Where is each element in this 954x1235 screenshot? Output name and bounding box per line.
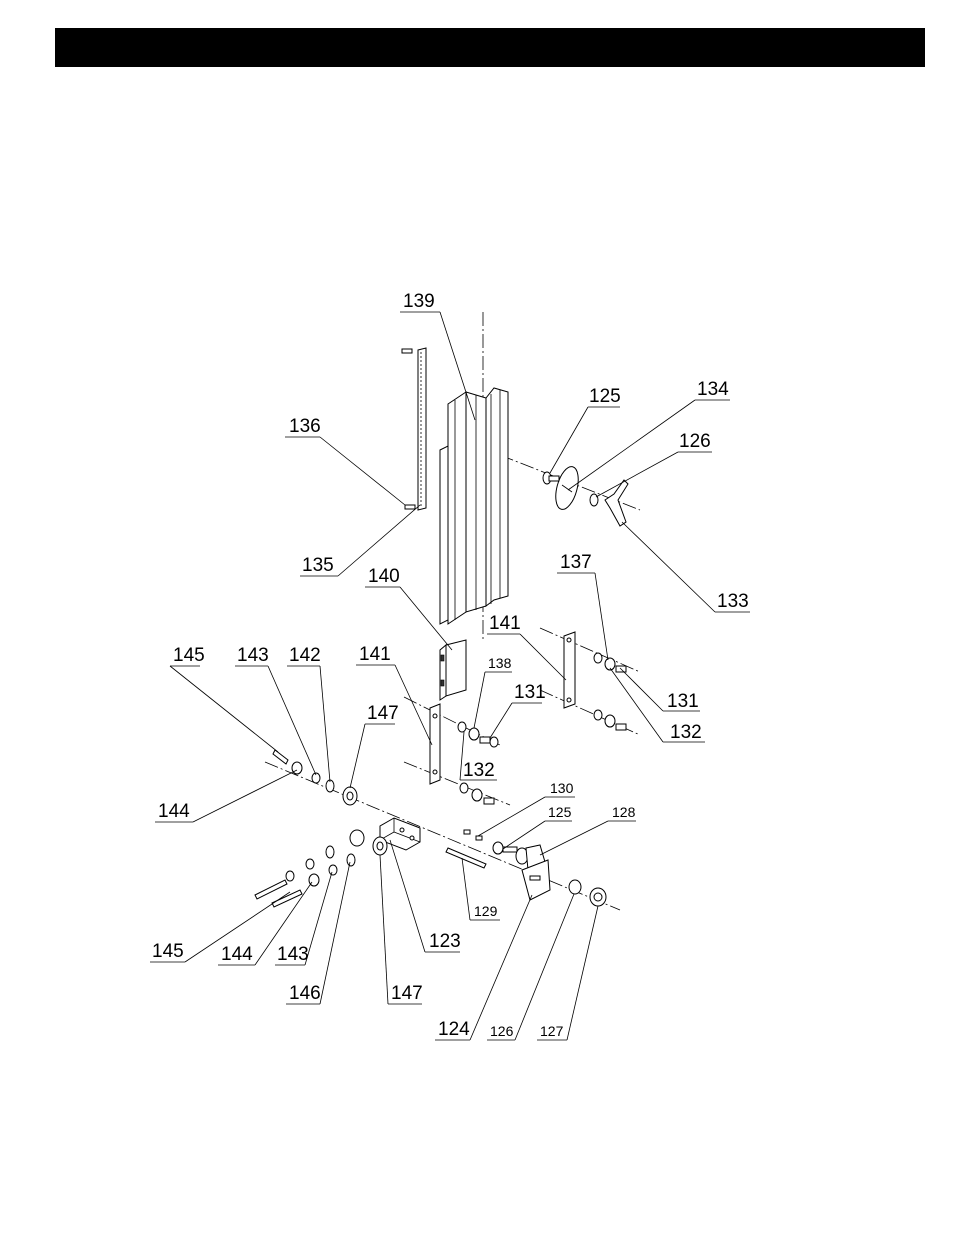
callout-124: 124 xyxy=(438,1019,470,1040)
callout-147-bottom: 147 xyxy=(391,983,423,1004)
callout-145-top: 145 xyxy=(173,645,205,666)
callout-126-bottom: 126 xyxy=(490,1023,514,1039)
lower-right-assembly xyxy=(464,830,606,906)
callout-138: 138 xyxy=(488,655,512,671)
column-extrusion-139 xyxy=(440,388,508,624)
callout-135: 135 xyxy=(302,555,334,576)
callout-145-bottom: 145 xyxy=(152,941,184,962)
bearing-chain-upper xyxy=(273,750,357,805)
washer-126-top xyxy=(590,494,598,506)
callout-127: 127 xyxy=(540,1023,564,1039)
callout-141-right: 141 xyxy=(489,613,521,634)
clamp-plate-134 xyxy=(552,464,583,512)
callout-144-top: 144 xyxy=(158,801,190,822)
rack-strip-135 xyxy=(402,348,426,510)
callout-126: 126 xyxy=(679,431,711,452)
shaft-129 xyxy=(446,848,486,868)
bearing-chain-lower xyxy=(255,830,387,907)
callout-137: 137 xyxy=(560,552,592,573)
callout-123: 123 xyxy=(429,931,461,952)
callout-134: 134 xyxy=(697,379,729,400)
callout-139: 139 xyxy=(403,291,435,312)
callout-131-right: 131 xyxy=(667,691,699,712)
callout-131-mid: 131 xyxy=(514,682,546,703)
plate-141-right xyxy=(564,632,575,708)
callout-141-left: 141 xyxy=(359,644,391,665)
callout-132-right: 132 xyxy=(670,722,702,743)
handle-133 xyxy=(605,480,628,526)
callout-130: 130 xyxy=(550,780,574,796)
callout-144-bottom: 144 xyxy=(221,944,253,965)
callout-132-mid: 132 xyxy=(463,760,495,781)
fastener-set-right xyxy=(594,653,626,730)
bracket-140 xyxy=(440,640,466,700)
callout-140: 140 xyxy=(368,566,400,587)
callout-125-bottom: 125 xyxy=(548,804,572,820)
bolt-125-top xyxy=(543,472,559,484)
callout-143-top: 143 xyxy=(237,645,269,666)
callout-125: 125 xyxy=(589,386,621,407)
callout-146: 146 xyxy=(289,983,321,1004)
callout-129: 129 xyxy=(474,903,498,919)
callout-128: 128 xyxy=(612,804,636,820)
callout-136: 136 xyxy=(289,416,321,437)
callout-143-bottom: 143 xyxy=(277,944,309,965)
callout-133: 133 xyxy=(717,591,749,612)
callout-142: 142 xyxy=(289,645,321,666)
callout-147-top: 147 xyxy=(367,703,399,724)
